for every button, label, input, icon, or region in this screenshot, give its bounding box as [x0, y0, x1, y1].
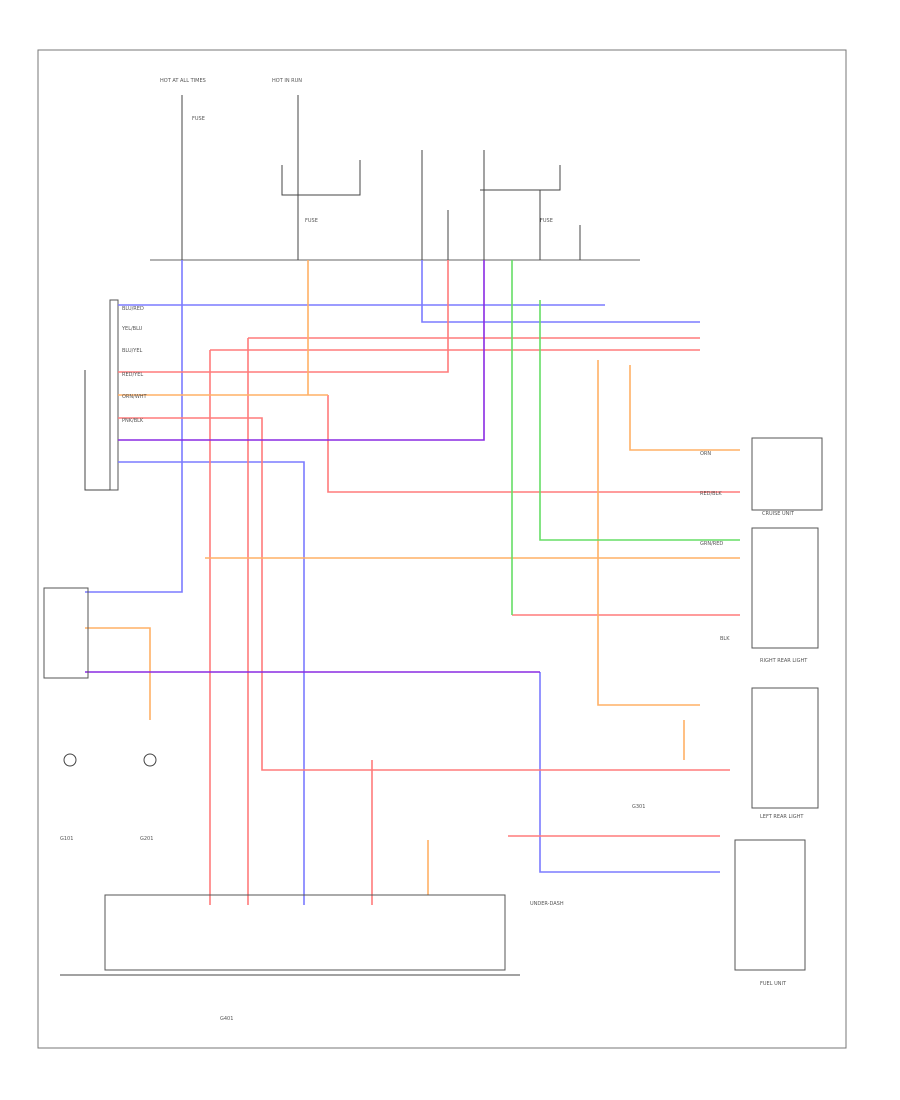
lamp-left	[63, 753, 77, 767]
label-wire-grn-red: GRN/RED	[700, 541, 723, 547]
label-ground-g3: G301	[632, 804, 645, 810]
wire-red-5	[327, 395, 740, 493]
label-wire-pnk-blk: PNK/BLK	[122, 418, 144, 424]
relay-top-right	[480, 165, 561, 191]
diagram-border	[37, 49, 847, 1049]
label-ground-g1: G101	[60, 836, 73, 842]
lamp-right	[143, 753, 157, 767]
wire-orange-3	[597, 360, 700, 706]
wire-blue-2	[421, 260, 700, 323]
wire-red-4	[118, 417, 730, 771]
label-right-rear-light: RIGHT REAR LIGHT	[760, 658, 808, 664]
label-cruise-unit: CRUISE UNIT	[762, 511, 795, 517]
switch-block	[104, 894, 506, 971]
right-unit-mid	[751, 527, 819, 649]
label-wire-red-blk: RED/BLK	[700, 491, 722, 497]
wire-orange-4	[629, 365, 740, 451]
wire-green-2	[539, 300, 740, 541]
label-fuse-mid: FUSE	[305, 218, 318, 224]
label-left-rear-light: LEFT REAR LIGHT	[760, 814, 804, 820]
wire-blue-3	[118, 461, 305, 905]
left-ground	[84, 370, 110, 491]
wire-red-3	[118, 260, 449, 373]
label-fuse-right: FUSE	[540, 218, 553, 224]
label-wire-orn-wht: ORN/WHT	[122, 394, 148, 400]
label-wire-blk: BLK	[720, 636, 730, 642]
relay-top-left	[281, 160, 361, 196]
right-unit-low	[751, 687, 819, 809]
label-hot-in-run: HOT IN RUN	[272, 78, 302, 84]
label-wire-red-yel: RED/YEL	[122, 372, 143, 378]
wires	[85, 260, 740, 905]
wire-orange-6	[85, 627, 151, 720]
wire-purple-1	[118, 260, 485, 441]
label-under-dash: UNDER-DASH	[530, 901, 564, 907]
label-wire-blu-red: BLU/RED	[122, 306, 144, 312]
label-fuel-unit: FUEL UNIT	[760, 981, 787, 987]
right-unit-bottom	[734, 839, 806, 971]
right-unit-top	[751, 437, 823, 511]
label-ground-g2: G201	[140, 836, 153, 842]
label-wire-yel-blu: YEL/BLU	[121, 326, 143, 332]
label-wire-orn: ORN	[700, 451, 711, 457]
wire-blue-5	[539, 672, 720, 873]
label-wire-blu-yel: BLU/YEL	[122, 348, 143, 354]
left-relay	[43, 587, 89, 679]
wire-blue-4	[85, 260, 183, 593]
label-ground-g4: G401	[220, 1016, 233, 1022]
label-hot-at-all-times: HOT AT ALL TIMES	[160, 78, 206, 84]
label-fuse-left: FUSE	[192, 116, 205, 122]
left-connector	[109, 299, 119, 491]
labels: HOT AT ALL TIMES HOT IN RUN FUSE FUSE FU…	[60, 78, 808, 1022]
